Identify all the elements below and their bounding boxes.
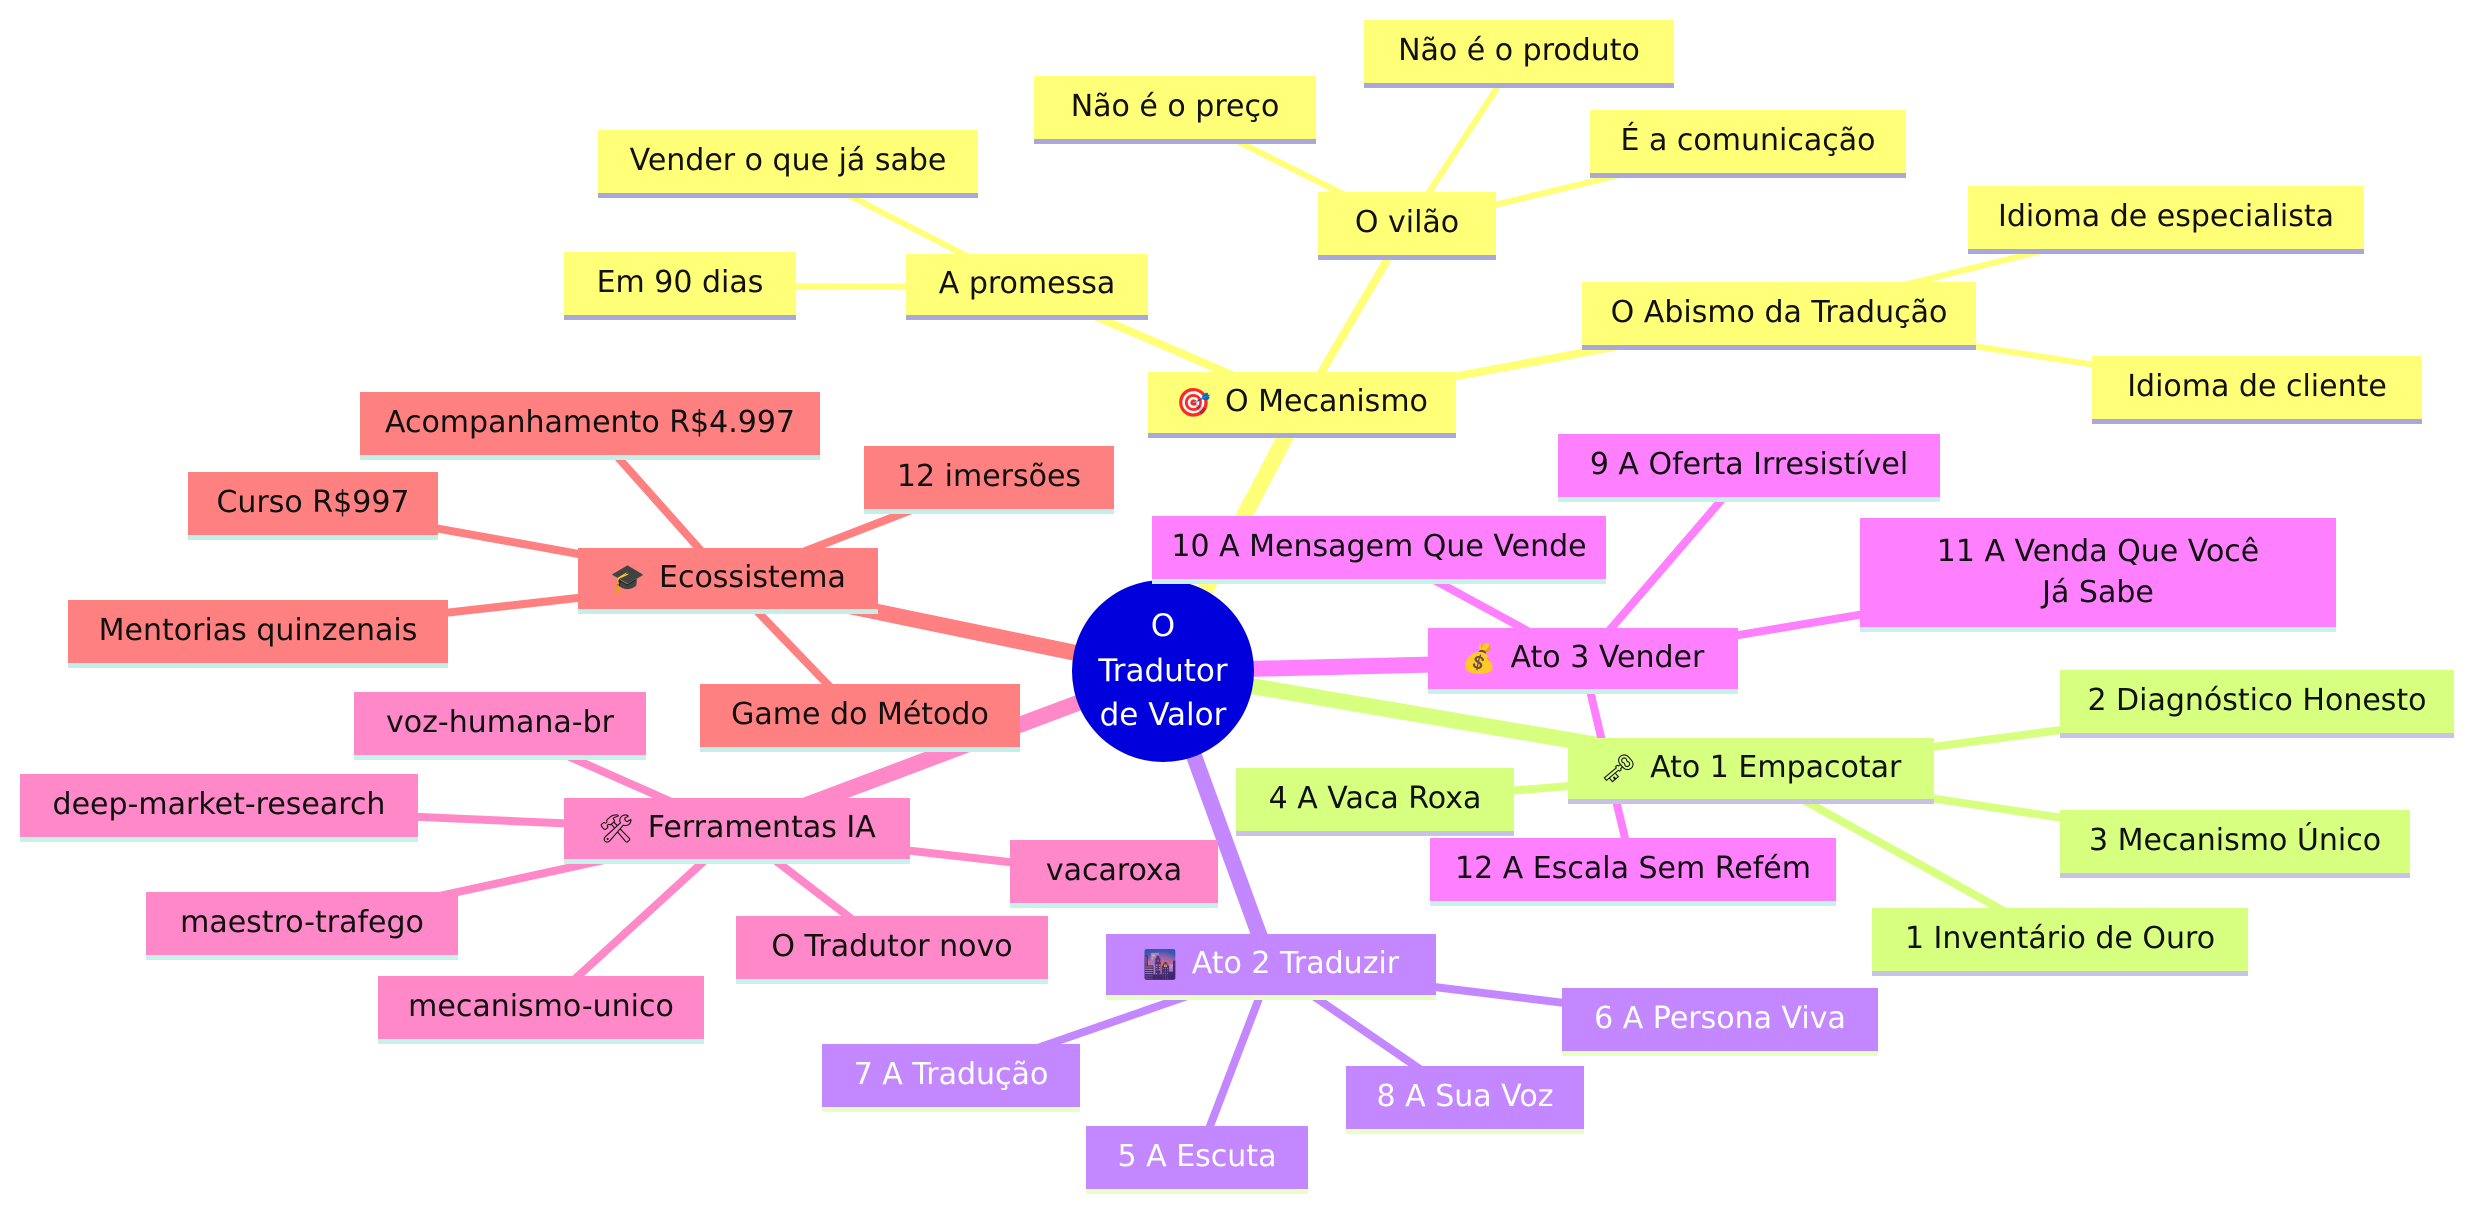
node-label: mecanismo-unico <box>408 989 674 1025</box>
branch-label: O Mecanismo <box>1224 384 1428 420</box>
branch-ato-2-traduzir[interactable]: 🌆 Ato 2 Traduzir <box>1106 934 1436 1000</box>
city-icon: 🌆 <box>1142 947 1178 981</box>
branch-ecossistema[interactable]: 🎓 Ecossistema <box>578 548 878 614</box>
branch-label: Ato 3 Vender <box>1510 640 1705 676</box>
node-label: 9 A Oferta Irresistível <box>1589 447 1909 483</box>
branch-label: Ferramentas IA <box>647 810 876 846</box>
branch-ato-3-vender[interactable]: 💰 Ato 3 Vender <box>1428 628 1738 694</box>
node-label: 7 A Tradução <box>853 1057 1049 1093</box>
node-label: 12 A Escala Sem Refém <box>1455 851 1811 887</box>
node-label: Curso R$997 <box>216 485 410 521</box>
node-label: Idioma de cliente <box>2127 369 2387 405</box>
money-bag-icon: 💰 <box>1461 641 1497 675</box>
node-mecanismo-unico[interactable]: mecanismo-unico <box>378 976 704 1044</box>
node-nao-e-o-produto[interactable]: Não é o produto <box>1364 20 1674 88</box>
node-e-a-comunicacao[interactable]: É a comunicação <box>1590 110 1906 178</box>
node-label: maestro-trafego <box>180 905 424 941</box>
node-label: 4 A Vaca Roxa <box>1268 781 1482 817</box>
node-label: 8 A Sua Voz <box>1376 1079 1554 1115</box>
node-voz-humana-br[interactable]: voz-humana-br <box>354 692 646 760</box>
node-12-imersoes[interactable]: 12 imersões <box>864 446 1114 514</box>
node-o-tradutor-novo[interactable]: O Tradutor novo <box>736 916 1048 984</box>
node-mentorias-quinzenais[interactable]: Mentorias quinzenais <box>68 600 448 668</box>
node-4-a-vaca-roxa[interactable]: 4 A Vaca Roxa <box>1236 768 1514 836</box>
node-11-a-venda-que-voce-ja-sabe[interactable]: 11 A Venda Que Você Já Sabe <box>1860 518 2336 632</box>
node-label: O Tradutor novo <box>771 929 1013 965</box>
graduation-cap-icon: 🎓 <box>610 561 645 595</box>
node-1-inventario-de-ouro[interactable]: 1 Inventário de Ouro <box>1872 908 2248 976</box>
node-label: O vilão <box>1354 205 1460 241</box>
node-2-diagnostico-honesto[interactable]: 2 Diagnóstico Honesto <box>2060 670 2454 738</box>
node-label: Em 90 dias <box>596 265 764 301</box>
node-label: 3 Mecanismo Único <box>2088 823 2382 859</box>
node-8-a-sua-voz[interactable]: 8 A Sua Voz <box>1346 1066 1584 1134</box>
node-9-a-oferta-irresistivel[interactable]: 9 A Oferta Irresistível <box>1558 434 1940 502</box>
node-label: Acompanhamento R$4.997 <box>384 405 796 441</box>
node-idioma-de-cliente[interactable]: Idioma de cliente <box>2092 356 2422 424</box>
branch-o-mecanismo[interactable]: 🎯 O Mecanismo <box>1148 372 1456 438</box>
key-icon: 🗝 <box>1600 751 1637 785</box>
node-nao-e-o-preco[interactable]: Não é o preço <box>1034 76 1316 144</box>
node-label: 12 imersões <box>896 459 1082 495</box>
tools-icon: 🛠 <box>598 811 634 845</box>
node-label: 11 A Venda Que Você Já Sabe <box>1936 534 2260 610</box>
root-node[interactable]: O Tradutor de Valor <box>1072 580 1254 762</box>
node-label: O Abismo da Tradução <box>1610 295 1948 331</box>
node-label: Vender o que já sabe <box>629 143 947 179</box>
node-idioma-de-especialista[interactable]: Idioma de especialista <box>1968 186 2364 254</box>
node-label: 5 A Escuta <box>1117 1139 1277 1175</box>
node-7-a-traducao[interactable]: 7 A Tradução <box>822 1044 1080 1112</box>
node-label: Não é o produto <box>1398 33 1640 69</box>
node-vacaroxa[interactable]: vacaroxa <box>1010 840 1218 908</box>
node-a-promessa[interactable]: A promessa <box>906 254 1148 320</box>
node-label: 10 A Mensagem Que Vende <box>1171 529 1587 565</box>
node-label: 6 A Persona Viva <box>1594 1001 1846 1037</box>
node-10-a-mensagem-que-vende[interactable]: 10 A Mensagem Que Vende <box>1152 516 1606 584</box>
node-maestro-trafego[interactable]: maestro-trafego <box>146 892 458 960</box>
node-label: vacaroxa <box>1045 853 1183 889</box>
node-em-90-dias[interactable]: Em 90 dias <box>564 252 796 320</box>
branch-ato-1-empacotar[interactable]: 🗝 Ato 1 Empacotar <box>1568 738 1934 804</box>
node-o-vilao[interactable]: O vilão <box>1318 192 1496 260</box>
node-deep-market-research[interactable]: deep-market-research <box>20 774 418 842</box>
node-6-a-persona-viva[interactable]: 6 A Persona Viva <box>1562 988 1878 1056</box>
node-12-a-escala-sem-refem[interactable]: 12 A Escala Sem Refém <box>1430 838 1836 906</box>
node-vender-o-que-ja-sabe[interactable]: Vender o que já sabe <box>598 130 978 198</box>
node-label: Game do Método <box>731 697 989 733</box>
target-icon: 🎯 <box>1176 385 1211 419</box>
branch-label: Ato 1 Empacotar <box>1650 750 1902 786</box>
node-label: A promessa <box>938 266 1116 302</box>
node-label: Mentorias quinzenais <box>98 613 418 649</box>
node-label: Idioma de especialista <box>1997 199 2334 235</box>
node-curso[interactable]: Curso R$997 <box>188 472 438 540</box>
node-label: deep-market-research <box>52 787 386 823</box>
node-label: 1 Inventário de Ouro <box>1904 921 2216 957</box>
root-label: O Tradutor de Valor <box>1098 607 1228 734</box>
node-label: voz-humana-br <box>386 705 614 741</box>
branch-ferramentas-ia[interactable]: 🛠 Ferramentas IA <box>564 798 910 864</box>
node-label: É a comunicação <box>1620 123 1876 159</box>
node-game-do-metodo[interactable]: Game do Método <box>700 684 1020 752</box>
branch-label: Ecossistema <box>659 560 846 596</box>
node-label: 2 Diagnóstico Honesto <box>2087 683 2427 719</box>
node-acompanhamento[interactable]: Acompanhamento R$4.997 <box>360 392 820 460</box>
branch-label: Ato 2 Traduzir <box>1191 946 1400 982</box>
node-o-abismo-da-traducao[interactable]: O Abismo da Tradução <box>1582 282 1976 350</box>
node-3-mecanismo-unico[interactable]: 3 Mecanismo Único <box>2060 810 2410 878</box>
node-label: Não é o preço <box>1070 89 1280 125</box>
node-5-a-escuta[interactable]: 5 A Escuta <box>1086 1126 1308 1194</box>
